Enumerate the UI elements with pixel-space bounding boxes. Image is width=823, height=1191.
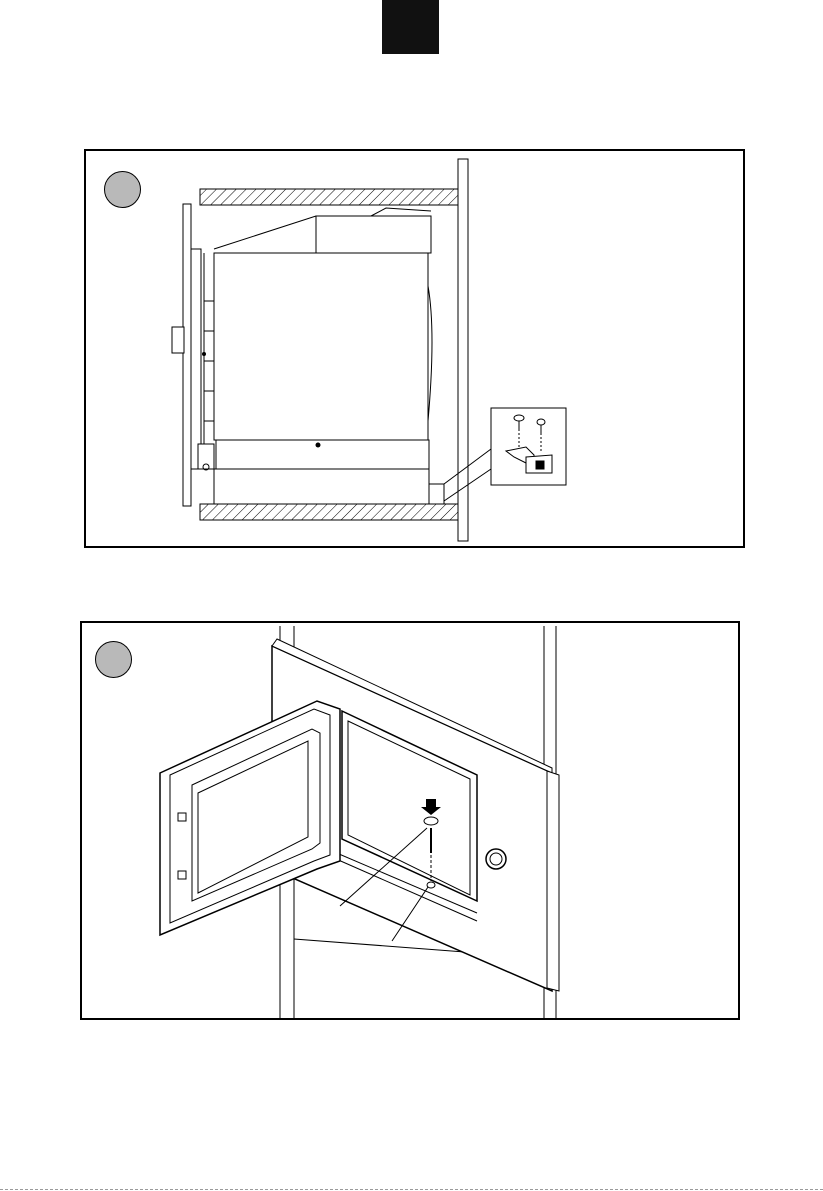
side-view-drawing bbox=[86, 151, 745, 548]
section-tab bbox=[382, 0, 439, 54]
oven-base bbox=[216, 440, 429, 469]
page-bottom-rule bbox=[0, 1189, 823, 1190]
bracket-location bbox=[429, 484, 444, 504]
figure-2-front-view bbox=[80, 621, 740, 1020]
oven-body bbox=[214, 253, 428, 440]
cabinet-top-board bbox=[200, 189, 458, 205]
control-knob bbox=[172, 327, 184, 353]
screw-cap bbox=[424, 817, 438, 825]
cabinet-side-panel bbox=[458, 159, 468, 541]
front-view-drawing bbox=[82, 623, 740, 1020]
figure-1-side-view bbox=[84, 149, 745, 548]
cabinet-bottom-board bbox=[200, 504, 458, 520]
